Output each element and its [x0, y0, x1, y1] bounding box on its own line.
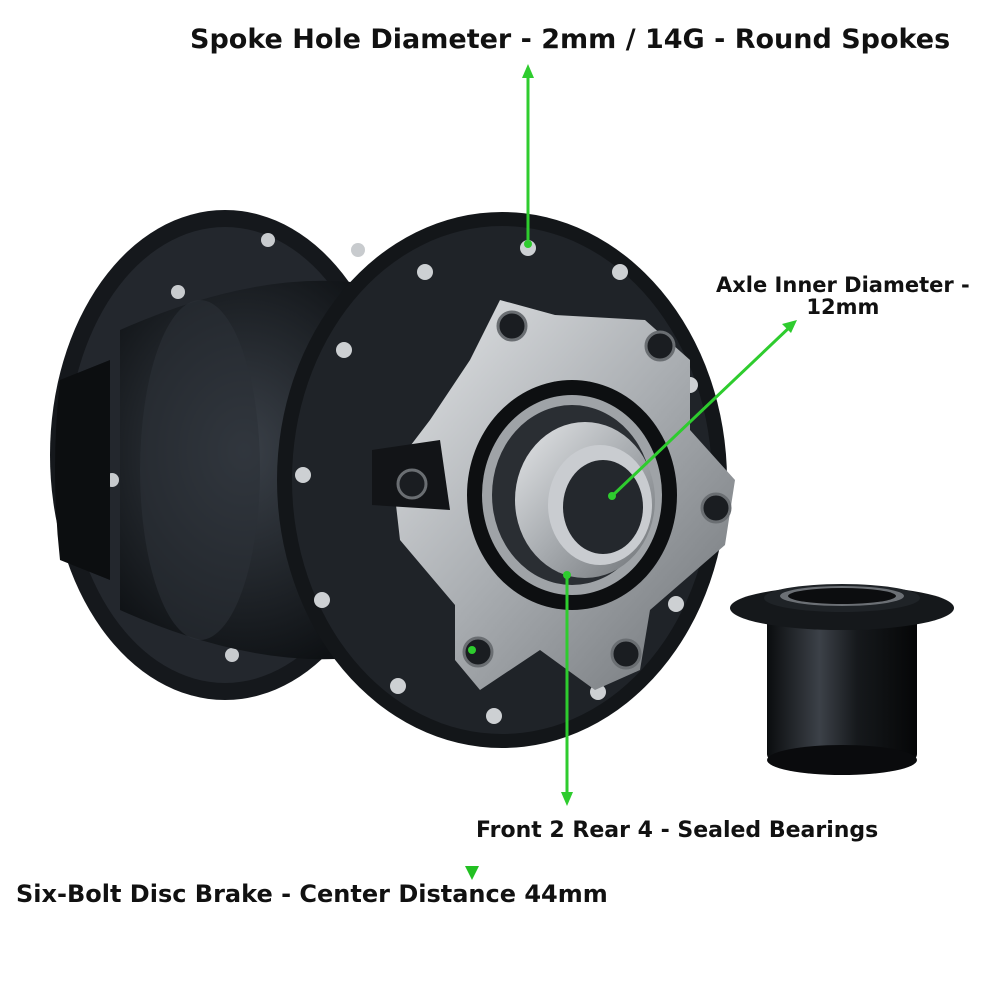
axle-diameter-label: Axle Inner Diameter - 12mm [716, 274, 970, 318]
disc-brake-label: Six-Bolt Disc Brake - Center Distance 44… [16, 880, 608, 908]
annotation-arrows [465, 64, 797, 880]
spoke-hole-arrow [522, 64, 534, 248]
bearing-arrow [561, 571, 573, 806]
axle-arrow [608, 320, 797, 500]
axle-diameter-label-line1: Axle Inner Diameter - [716, 273, 970, 297]
spoke-hole-label: Spoke Hole Diameter - 2mm / 14G - Round … [190, 24, 951, 55]
bearings-label: Front 2 Rear 4 - Sealed Bearings [476, 818, 879, 843]
axle-end-cap-illustration [730, 584, 954, 775]
brake-arrow [465, 646, 479, 880]
axle [515, 422, 655, 578]
brake-bolt-holes [396, 310, 732, 670]
axle-diameter-label-line2: 12mm [806, 295, 880, 319]
